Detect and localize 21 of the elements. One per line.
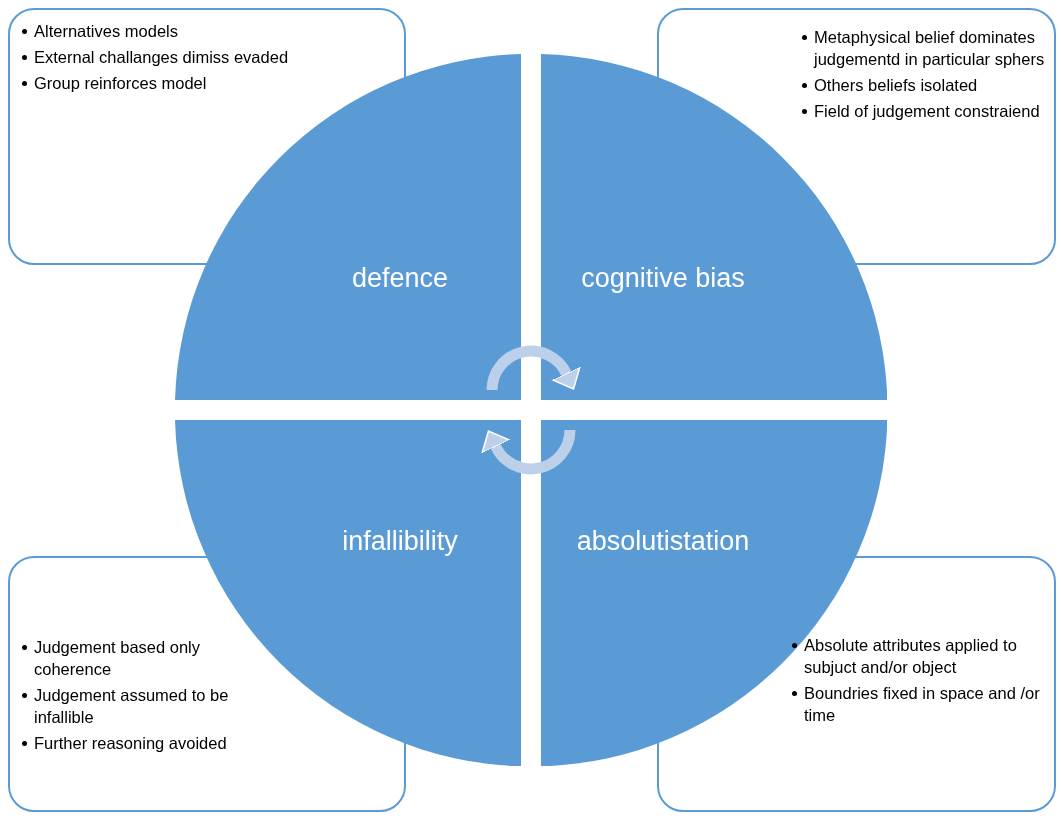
bullet-point: Metaphysical belief dominates judgementd in particular sphers (800, 26, 1050, 70)
quadrant-label: absolutistation (576, 525, 750, 557)
bullet-point: Judgement based only coherence (20, 636, 280, 680)
bullet-point: External challanges dimiss evaded (20, 46, 320, 68)
text-box (657, 556, 1056, 812)
quadrant-label: defence (351, 262, 449, 294)
bullet-point: Others beliefs isolated (800, 74, 1050, 96)
bullet-point: Boundries fixed in space and /or time (790, 682, 1040, 726)
bullet-point: Alternatives models (20, 20, 320, 42)
circular-arrow (486, 345, 581, 391)
bullet-point: Absolute attributes applied to subjuct and/or object (790, 634, 1040, 678)
circular-arrow (481, 429, 576, 475)
bullet-point: Group reinforces model (20, 72, 320, 94)
bullet-point: Further reasoning avoided (20, 732, 280, 754)
text-box (8, 8, 406, 265)
quadrant-label: infallibility (342, 525, 458, 557)
text-box (8, 556, 406, 812)
bullet-point: Field of judgement constraiend (800, 100, 1050, 122)
text-box (657, 8, 1056, 265)
bullet-point: Judgement assumed to be infallible (20, 684, 280, 728)
quadrant-label: cognitive bias (581, 262, 745, 294)
